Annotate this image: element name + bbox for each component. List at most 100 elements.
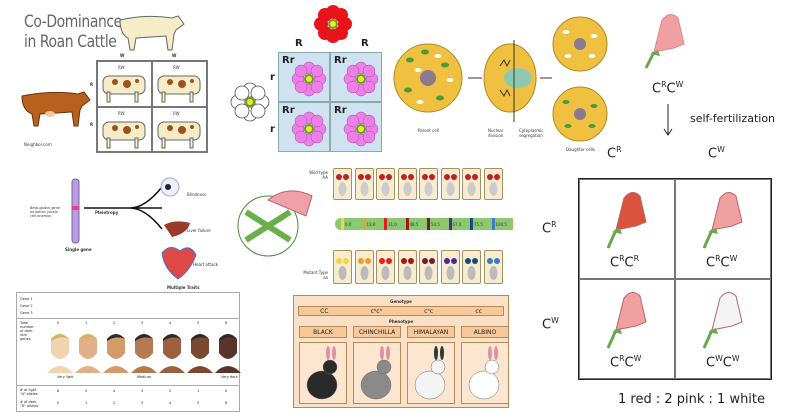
light-allele-count: 4	[113, 389, 116, 393]
fly-icon	[443, 174, 457, 196]
face-portrait	[159, 334, 185, 373]
mutant-fly-box	[419, 250, 438, 284]
totals-label: Total number of dark-skin genes	[20, 321, 34, 341]
allele: R	[619, 254, 625, 263]
wild-fly-box	[376, 168, 395, 200]
cell-genotype: CRCW	[610, 354, 642, 371]
punnett-cell: CRCW	[579, 279, 675, 379]
dark-allele-count: 4	[169, 401, 172, 405]
locus-position: 104.5	[495, 222, 507, 227]
rabbit-icon	[468, 346, 500, 400]
locus-band	[470, 218, 473, 230]
white-flower-icon	[230, 82, 270, 122]
daughter-cell	[552, 16, 608, 72]
daughter-cells-label: Daughter cells	[566, 147, 596, 152]
fly-icon	[379, 258, 392, 280]
allele: R	[551, 220, 557, 229]
light-allele-count: 2	[169, 389, 172, 393]
allele: W	[715, 354, 723, 363]
wild-fly-box	[440, 168, 460, 200]
allele: W	[729, 254, 738, 263]
multiple-traits-caption: Multiple Traits	[167, 285, 200, 290]
total-value: 1	[85, 321, 88, 325]
genotype-value: cʰc	[424, 308, 434, 315]
fly-icon	[443, 258, 457, 280]
allele: W	[633, 354, 642, 363]
parent-cell-label: Parent cell	[418, 128, 439, 133]
fly-icon	[336, 258, 349, 280]
wild-fly-box	[483, 168, 503, 200]
pink-snapdragon-icon	[644, 14, 685, 69]
face-portrait	[47, 334, 73, 373]
locus-position: 67.0	[452, 222, 462, 227]
pleiotropy-label: Pleiotropy	[95, 210, 119, 215]
locus-position: 54.5	[431, 222, 440, 227]
rabbit-image	[407, 342, 455, 404]
punnett-cell: RW	[97, 106, 152, 152]
title-line: Co-Dominance	[24, 12, 122, 32]
chromosome-icon	[71, 178, 80, 244]
allele: W	[551, 316, 559, 325]
dark-allele-count: 3	[141, 401, 144, 405]
arrow-down-icon	[663, 104, 673, 136]
punnett-cell: Rr	[330, 102, 382, 152]
mutant-fly-box	[440, 250, 460, 284]
chromosome-bar	[335, 218, 513, 230]
locus-position: 31.0	[388, 222, 397, 227]
genotype: aa	[323, 275, 328, 280]
snapdragon-flower-icon	[702, 192, 743, 249]
roan-cow-icon	[102, 121, 146, 148]
divider	[17, 318, 239, 319]
dividing-cell	[483, 40, 537, 122]
locus-position: 48.5	[409, 222, 419, 227]
allele: R	[619, 354, 625, 363]
allele-base: C	[708, 146, 718, 162]
cytoplasmic-segregation-label: Cytoplasmic segregation	[519, 128, 544, 138]
credit: Neighbor.com	[24, 142, 52, 147]
cell-genotype: Rr	[334, 105, 347, 116]
phenotype-label: CHINCHILLA	[353, 326, 401, 338]
cell-genotype: Rr	[282, 105, 295, 116]
roan-cow-icon	[157, 121, 201, 148]
rabbit-icon	[360, 346, 392, 400]
brown-cow-icon	[21, 91, 91, 127]
scale-label: Very dark	[221, 375, 238, 379]
fly-icon	[422, 174, 435, 196]
rabbit-image	[461, 342, 509, 404]
total-value: 4	[169, 321, 172, 325]
arrow-icon	[84, 186, 163, 230]
light-allele-count: 5	[85, 389, 88, 393]
pink-flower-icon	[291, 61, 327, 97]
locus-band	[341, 218, 344, 230]
dark-allele-count: 0	[57, 401, 60, 405]
genotype-value: cʰcʰ	[370, 308, 383, 315]
total-value: 5	[197, 321, 200, 325]
flower-punnett-square: Rr Rr Rr Rr	[278, 52, 382, 152]
allele-base: C	[666, 81, 676, 97]
allele: W	[675, 80, 684, 89]
fly-icon	[465, 174, 478, 196]
gene-label: Gene 3	[20, 311, 33, 315]
snapdragon-flower-icon	[606, 292, 647, 349]
face-portrait	[103, 334, 129, 373]
fly-icon	[357, 258, 371, 280]
light-allele-count: 1	[197, 389, 200, 393]
light-label: # of light "d" alleles	[20, 388, 38, 396]
allele-base: C	[652, 81, 662, 97]
snapdragon-flower-icon	[606, 192, 647, 249]
punnett-cell: Rr	[278, 102, 330, 152]
gene-caption: Single gene	[65, 247, 92, 252]
allele: R	[633, 254, 639, 263]
mutant-fly-box	[462, 250, 481, 284]
face-portrait	[215, 334, 241, 373]
col-label: CW	[708, 145, 725, 161]
rabbit-image	[353, 342, 401, 404]
cell-genotype: RW	[118, 65, 125, 70]
rabbit-icon	[306, 346, 338, 400]
row-label: CR	[542, 220, 557, 236]
